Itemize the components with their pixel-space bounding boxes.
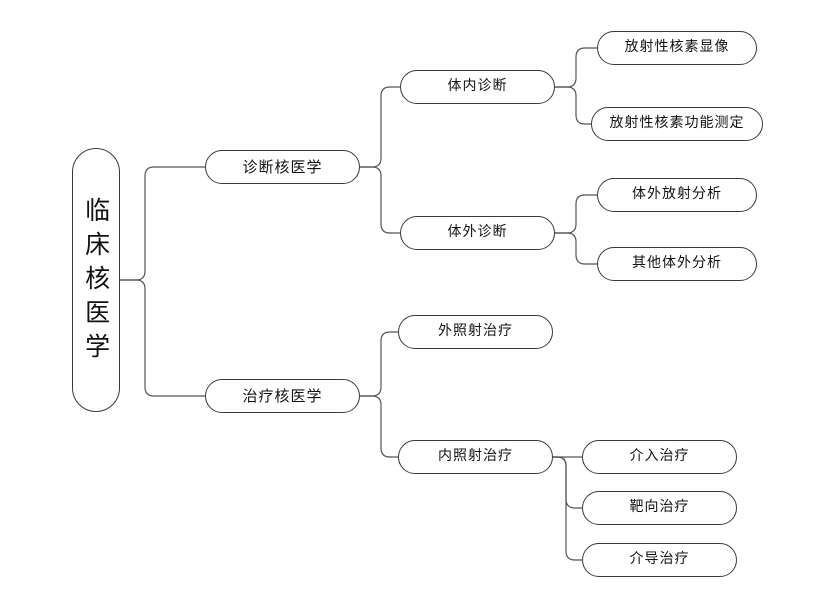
node-n5[interactable]: 外照射治疗 — [398, 315, 553, 349]
node-label: 放射性核素显像 — [624, 39, 730, 56]
node-label: 体外放射分析 — [632, 186, 722, 203]
connector-n4-to-n9 — [554, 194, 598, 234]
node-n4[interactable]: 体外诊断 — [400, 216, 555, 250]
node-label: 靶向治疗 — [629, 499, 690, 516]
connector-n4-to-n10 — [554, 232, 598, 265]
connector-n2-to-n6 — [359, 395, 399, 458]
node-label: 诊断核医学 — [242, 157, 323, 176]
node-label: 外照射治疗 — [438, 323, 513, 340]
node-label: 体外诊断 — [447, 224, 508, 241]
node-root-clinical-nuclear-medicine[interactable]: 临床核医学 — [72, 148, 120, 412]
node-n9[interactable]: 体外放射分析 — [597, 178, 757, 212]
node-label: 内照射治疗 — [438, 448, 513, 465]
node-label: 临床核医学 — [81, 197, 111, 367]
node-n8[interactable]: 放射性核素功能测定 — [591, 107, 763, 141]
node-label: 体内诊断 — [447, 78, 508, 95]
node-label: 治疗核医学 — [242, 386, 323, 405]
node-n10[interactable]: 其他体外分析 — [597, 247, 757, 281]
connector-n1-to-n3 — [359, 86, 401, 168]
node-n6[interactable]: 内照射治疗 — [398, 440, 553, 474]
node-label: 介入治疗 — [629, 448, 690, 465]
node-n11[interactable]: 介入治疗 — [582, 440, 737, 474]
connector-n3-to-n7 — [554, 47, 598, 88]
node-n7[interactable]: 放射性核素显像 — [597, 31, 757, 65]
connector-root-to-n2 — [119, 279, 206, 397]
connector-n6-to-n12 — [552, 456, 583, 509]
connector-n2-to-n5 — [359, 331, 399, 397]
node-label: 介导治疗 — [629, 551, 690, 568]
node-n12[interactable]: 靶向治疗 — [582, 491, 737, 525]
node-n2[interactable]: 治疗核医学 — [205, 379, 360, 413]
connector-n6-to-n13 — [552, 456, 583, 561]
connector-n3-to-n8 — [554, 86, 592, 125]
node-label: 其他体外分析 — [632, 255, 722, 272]
connector-root-to-n1 — [119, 166, 206, 281]
node-label: 放射性核素功能测定 — [609, 115, 745, 132]
node-n1[interactable]: 诊断核医学 — [205, 150, 360, 184]
node-n13[interactable]: 介导治疗 — [582, 543, 737, 577]
connector-n1-to-n4 — [359, 166, 401, 234]
node-n3[interactable]: 体内诊断 — [400, 70, 555, 104]
